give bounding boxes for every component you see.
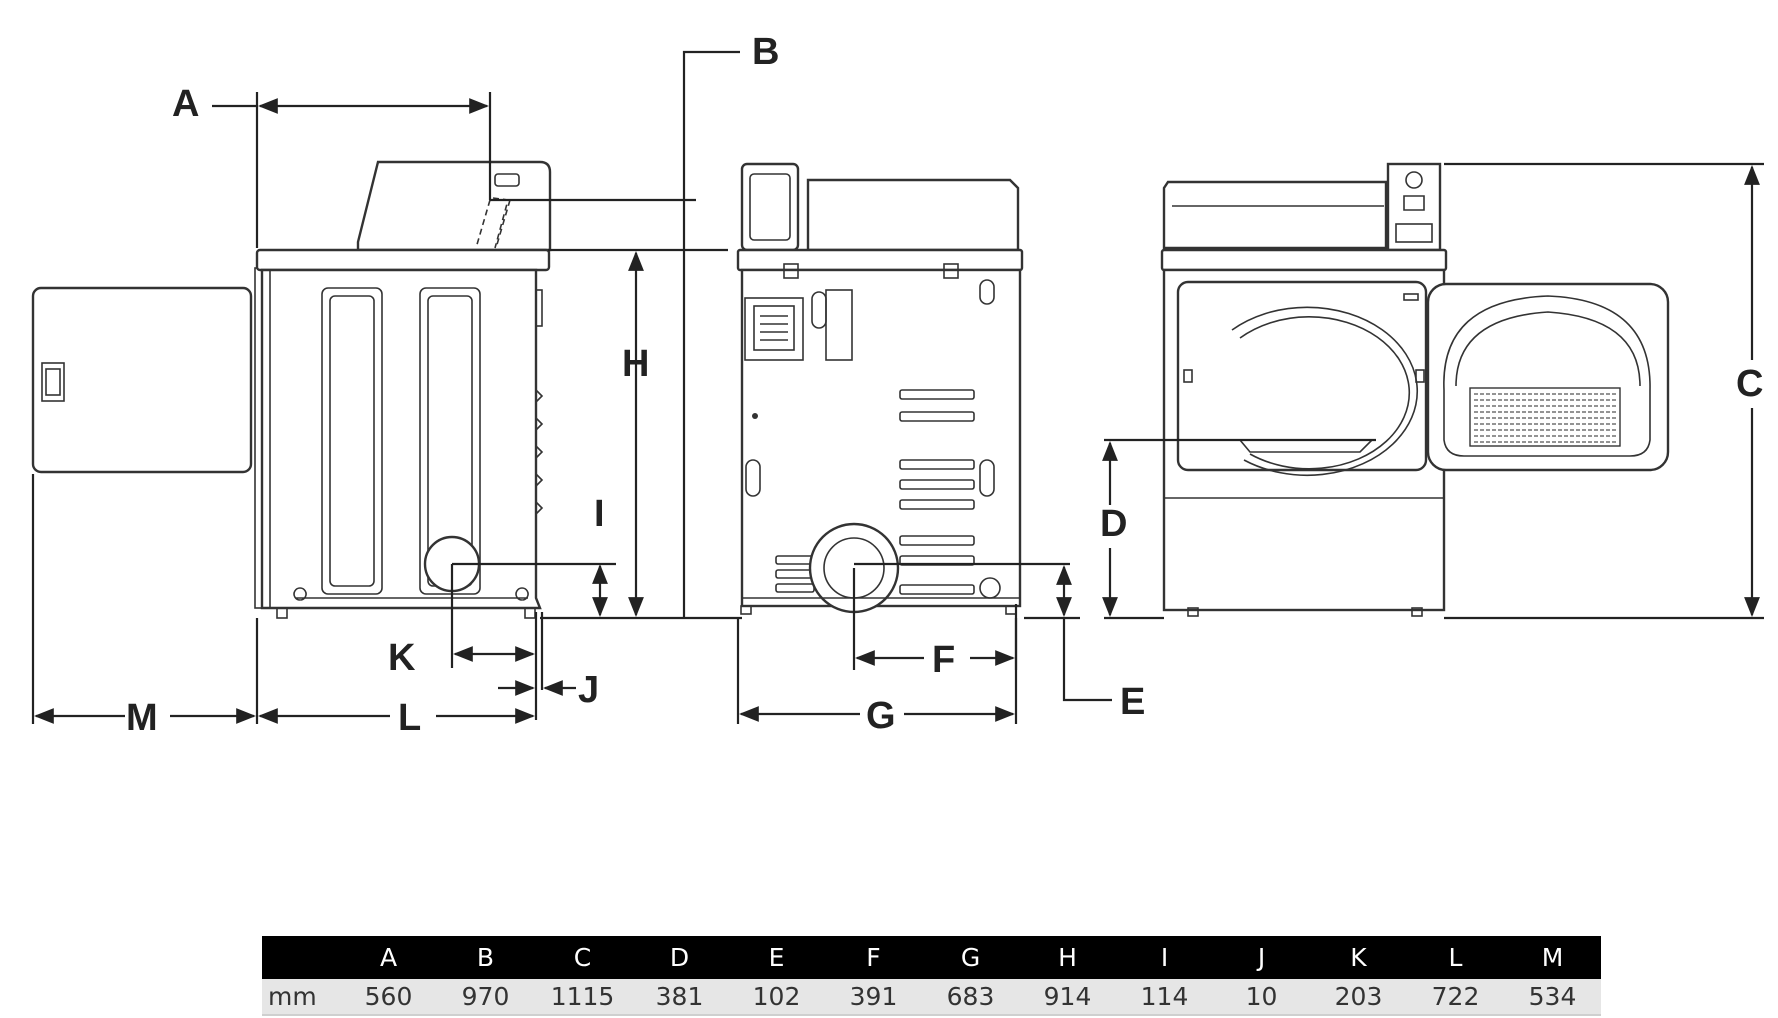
label-k: K [388,637,416,679]
table-cell: 560 [340,979,437,1016]
side-door [31,286,253,474]
table-header: F [825,936,922,979]
dryer-dimension-diagram: A B C D E F G H I J K L M [31,31,1764,739]
table-header: D [631,936,728,979]
rear-view [736,162,1024,615]
label-m: M [126,697,158,739]
label-c: C [1736,363,1763,405]
table-header: I [1116,936,1213,979]
unit-cell: mm [262,979,340,1016]
table-cell: 722 [1407,979,1504,1016]
dimension-lines [31,50,1764,724]
table-cell: 10 [1213,979,1310,1016]
table-cell: 683 [922,979,1019,1016]
lint-screen [1469,387,1621,447]
table-cell: 1115 [534,979,631,1016]
side-view [31,160,552,619]
label-g: G [866,695,896,737]
table-cell: 102 [728,979,825,1016]
table-cell: 391 [825,979,922,1016]
table-header: A [340,936,437,979]
label-f: F [932,639,955,681]
table-header: G [922,936,1019,979]
table-header-row: A B C D E F G H I J K L M [262,936,1601,979]
front-view [1160,162,1670,617]
label-h: H [622,343,649,385]
dimensions-table: A B C D E F G H I J K L M mm 560 970 111… [262,936,1601,1016]
table-header: K [1310,936,1407,979]
table-cell: 203 [1310,979,1407,1016]
table-header: B [437,936,534,979]
rear-cabinet [740,268,1022,608]
label-b: B [752,31,779,73]
label-a: A [172,83,199,125]
label-d: D [1100,503,1127,545]
side-cabinet [260,268,542,610]
table-cell: 970 [437,979,534,1016]
table-header: J [1213,936,1310,979]
label-j: J [578,669,599,711]
table-cell: 914 [1019,979,1116,1016]
label-e: E [1120,681,1145,723]
table-header: C [534,936,631,979]
table-header: L [1407,936,1504,979]
table-header: M [1504,936,1601,979]
table-cell: 114 [1116,979,1213,1016]
side-console [356,160,552,252]
dimension-labels: A B C D E F G H I J K L M [126,31,1763,739]
door-handle [41,362,65,402]
table-header-blank [262,936,340,979]
table-row: mm 560 970 1115 381 102 391 683 914 114 … [262,979,1601,1016]
table-header: H [1019,936,1116,979]
table-cell: 534 [1504,979,1601,1016]
label-l: L [398,697,421,739]
table-header: E [728,936,825,979]
table-cell: 381 [631,979,728,1016]
label-i: I [594,493,605,535]
